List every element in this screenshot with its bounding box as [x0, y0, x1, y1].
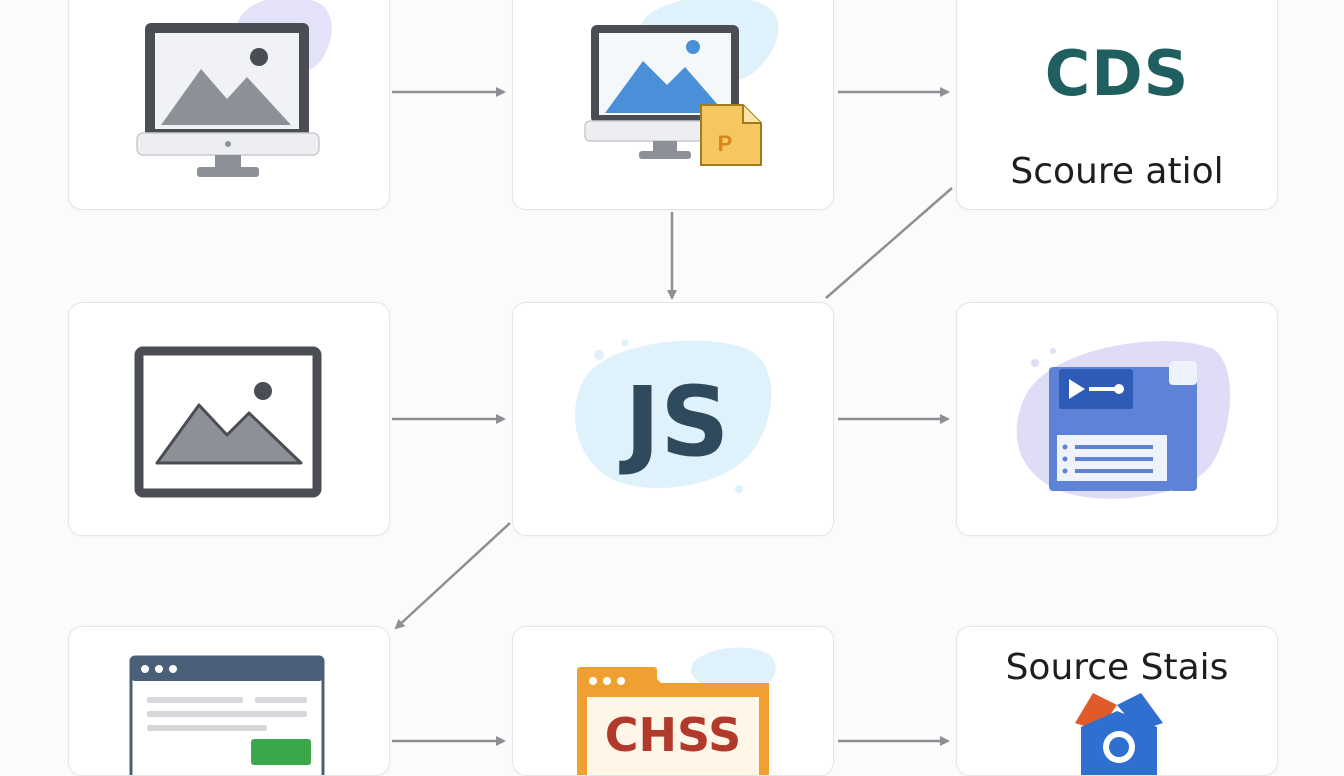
js-logo-text: JS	[619, 366, 730, 478]
ppt-letter: P	[718, 131, 733, 156]
line-cds-to-js	[825, 187, 953, 299]
node-source[interactable]: Source Stais	[956, 626, 1278, 776]
arrow-js-to-browser	[394, 522, 511, 630]
node-monitor-presentation[interactable]: P	[512, 0, 834, 210]
node-browser-window[interactable]	[68, 626, 390, 776]
cds-title: CDS	[1044, 37, 1190, 110]
node-editor-panel[interactable]	[956, 302, 1278, 536]
light-blue-blob-decoration	[691, 647, 776, 691]
node-javascript[interactable]: JS	[512, 302, 834, 536]
node-desktop-image[interactable]	[68, 0, 390, 210]
js-splash-blob-decoration	[574, 340, 772, 489]
source-title: Source Stais	[1005, 647, 1229, 688]
node-image-frame[interactable]	[68, 302, 390, 536]
source-logo-icon	[1075, 693, 1163, 775]
form-panel-icon	[1049, 361, 1197, 491]
browser-window-icon	[129, 655, 325, 775]
node-cds[interactable]: CDS Scoure atiol	[956, 0, 1278, 210]
cds-subtitle: Scoure atiol	[1010, 151, 1224, 192]
node-chss-folder[interactable]: CHSS	[512, 626, 834, 776]
chss-text: CHSS	[605, 708, 741, 762]
powerpoint-file-icon	[700, 104, 762, 166]
desktop-monitor-icon	[136, 23, 320, 177]
image-frame-icon	[134, 346, 322, 498]
